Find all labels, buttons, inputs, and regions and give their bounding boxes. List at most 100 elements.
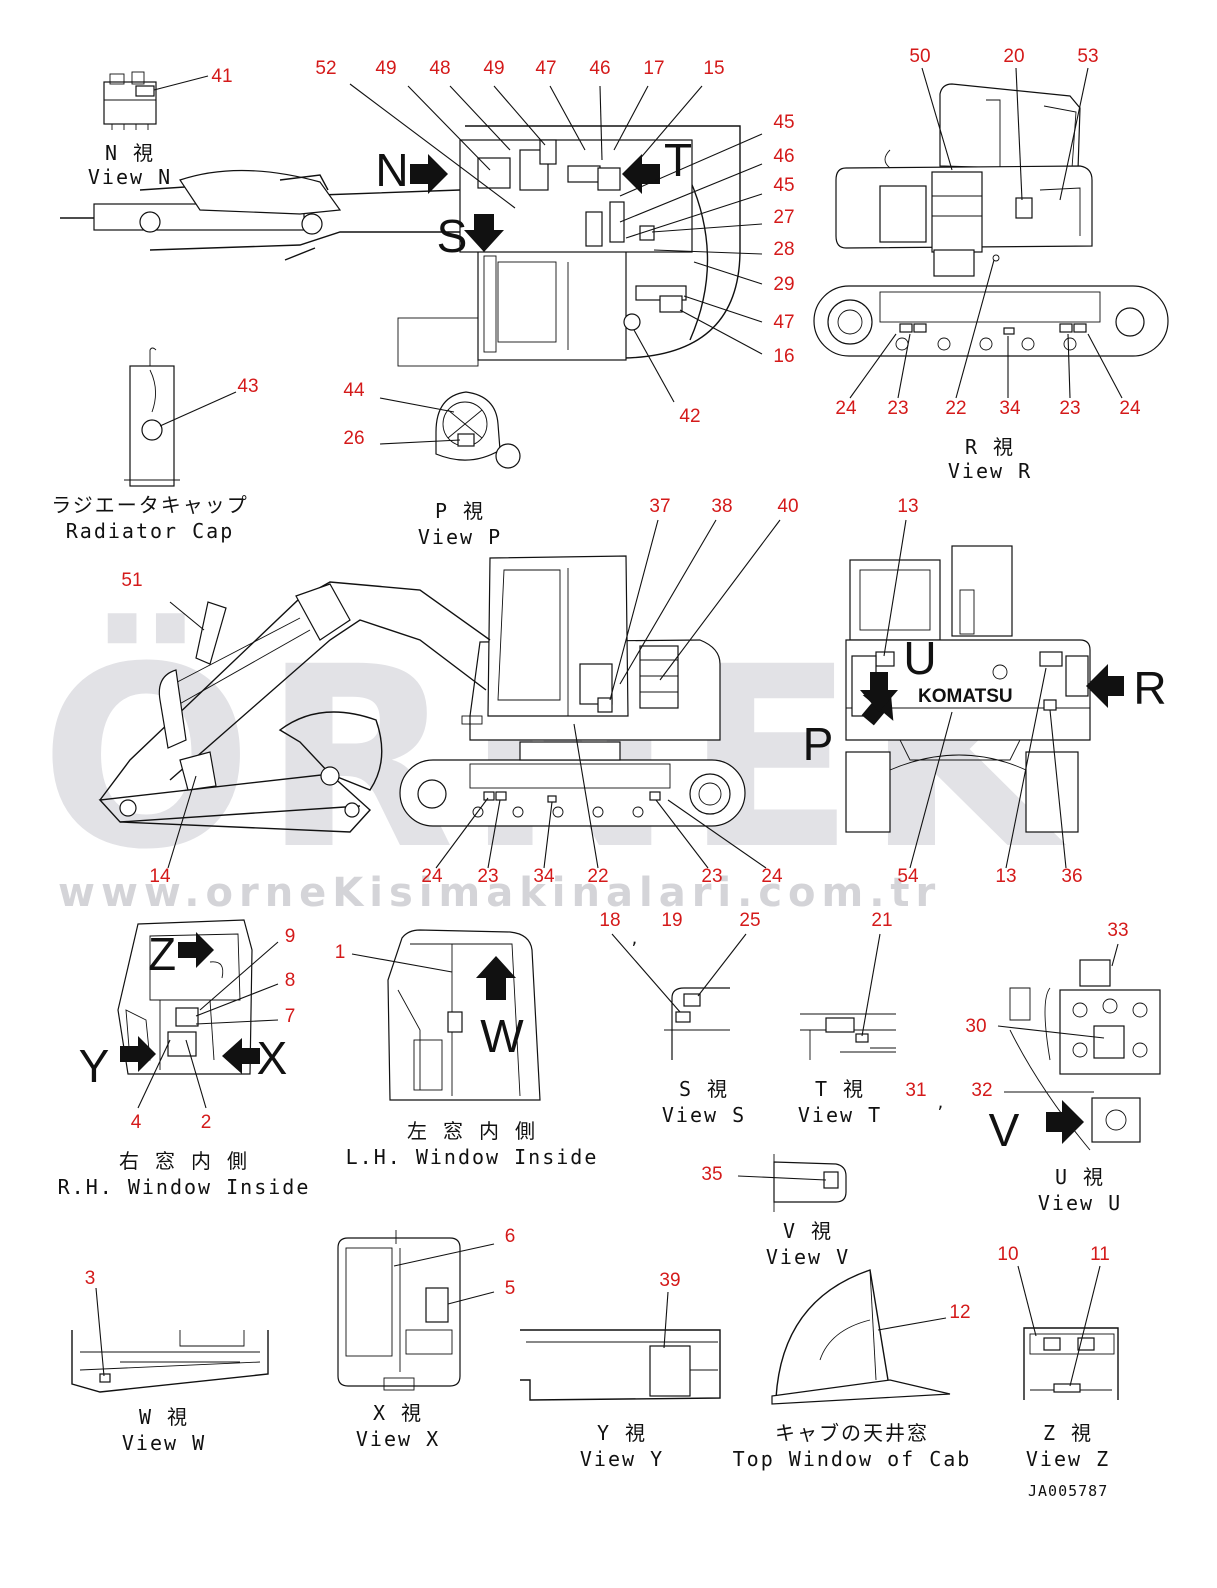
callout-42: 42: [679, 406, 700, 427]
callout-10: 10: [997, 1244, 1018, 1265]
caption-view-p-jp: P 視: [435, 499, 485, 523]
callout-30: 30: [965, 1016, 986, 1037]
side-view-drawing: [98, 555, 746, 833]
callout-29: 29: [773, 274, 794, 295]
callout-23-c: 23: [477, 866, 498, 887]
view-x-drawing: [337, 1230, 495, 1391]
view-letter-u: U: [903, 632, 936, 684]
view-letter-y: Y: [79, 1040, 110, 1092]
view-letter-s: S: [437, 210, 468, 262]
callout-49-b: 49: [483, 58, 504, 79]
callout-34-b: 34: [533, 866, 555, 887]
callout-28: 28: [773, 239, 794, 260]
callout-19: 19: [661, 910, 682, 931]
view-letter-p: P: [803, 718, 834, 770]
callout-15: 15: [703, 58, 724, 79]
caption-view-z-en: View Z: [1026, 1447, 1110, 1471]
callout-32: 32: [971, 1080, 992, 1101]
top-view-arrows: [410, 154, 660, 252]
callout-33: 33: [1107, 920, 1128, 941]
rh-window-leaders: [137, 941, 279, 1109]
lh-window-drawing: [351, 929, 541, 1101]
view-v-drawing: [737, 1154, 847, 1212]
callout-2: 2: [201, 1112, 212, 1133]
callout-37: 37: [649, 496, 670, 517]
view-t-drawing: [800, 933, 896, 1060]
callout-50: 50: [909, 46, 930, 67]
callout-40: 40: [777, 496, 798, 517]
callout-26: 26: [343, 428, 364, 449]
callout-24-d: 24: [761, 866, 783, 887]
caption-view-x-en: View X: [356, 1427, 440, 1451]
callout-38: 38: [711, 496, 732, 517]
view-r-drawing: [813, 83, 1169, 357]
callout-39: 39: [659, 1270, 680, 1291]
caption-rh-window-en: R.H. Window Inside: [58, 1175, 311, 1199]
callout-23-b: 23: [1059, 398, 1080, 419]
callout-49: 49: [375, 58, 396, 79]
view-z-drawing: [1017, 1265, 1119, 1400]
callout-11: 11: [1090, 1244, 1110, 1265]
callout-53: 53: [1077, 46, 1098, 67]
caption-view-p-en: View P: [418, 525, 502, 549]
caption-lh-window-en: L.H. Window Inside: [346, 1145, 599, 1169]
view-letter-r: R: [1133, 662, 1166, 714]
callout-36: 36: [1061, 866, 1082, 887]
callout-31: 31: [905, 1080, 926, 1101]
callout-7: 7: [285, 1006, 296, 1027]
callout-41: 41: [211, 66, 232, 87]
caption-view-t-en: View T: [798, 1103, 882, 1127]
callout-51: 51: [121, 570, 142, 591]
view-p-drawing: [379, 391, 521, 469]
callout-24: 24: [835, 398, 857, 419]
callout-22-b: 22: [587, 866, 608, 887]
caption-rh-window-jp: 右 窓 内 側: [119, 1149, 249, 1173]
caption-view-t-jp: T 視: [815, 1077, 865, 1101]
caption-view-s-en: View S: [662, 1103, 746, 1127]
caption-view-w-en: View W: [122, 1431, 206, 1455]
callout-21: 21: [871, 910, 892, 931]
callout-14: 14: [149, 866, 171, 887]
view-s-drawing: [611, 933, 747, 1060]
drawing-ref: JA005787: [1028, 1482, 1108, 1500]
callout-34: 34: [999, 398, 1021, 419]
view-w-drawing: [71, 1287, 269, 1393]
callout-48: 48: [429, 58, 450, 79]
callout-46-b: 46: [773, 146, 794, 167]
caption-view-y-en: View Y: [580, 1447, 664, 1471]
view-letter-n: N: [375, 144, 408, 196]
caption-view-n-en: View N: [88, 165, 172, 189]
view-letter-t: T: [664, 134, 692, 186]
view-letter-z: Z: [148, 928, 176, 980]
caption-view-w-jp: W 視: [139, 1405, 189, 1429]
separator-comma-b: ,: [936, 1094, 946, 1112]
callout-1: 1: [335, 942, 346, 963]
separator-comma: ,: [630, 930, 640, 948]
view-letter-w: W: [480, 1010, 524, 1062]
rear-view-drawing: [845, 545, 1124, 833]
caption-view-z-jp: Z 視: [1043, 1421, 1093, 1445]
callout-24-c: 24: [421, 866, 443, 887]
callout-3: 3: [85, 1268, 96, 1289]
callout-4: 4: [131, 1112, 142, 1133]
callout-52: 52: [315, 58, 336, 79]
callout-9: 9: [285, 926, 296, 947]
callout-44: 44: [343, 380, 365, 401]
caption-view-u-en: View U: [1038, 1191, 1122, 1215]
caption-view-v-jp: V 視: [783, 1219, 833, 1243]
caption-top-window-jp: キャブの天井窓: [775, 1421, 929, 1445]
caption-view-x-jp: X 視: [373, 1401, 423, 1425]
caption-view-u-jp: U 視: [1055, 1165, 1105, 1189]
rh-window-drawing: [117, 919, 260, 1075]
callout-54: 54: [897, 866, 919, 887]
rear-view-leaders: [883, 519, 1067, 869]
view-letter-x: X: [257, 1032, 288, 1084]
callout-5: 5: [505, 1278, 516, 1299]
caption-view-y-jp: Y 視: [597, 1421, 647, 1445]
callout-45: 45: [773, 112, 794, 133]
caption-lh-window-jp: 左 窓 内 側: [407, 1119, 537, 1143]
callout-27: 27: [773, 207, 794, 228]
caption-view-v-en: View V: [766, 1245, 850, 1269]
callout-6: 6: [505, 1226, 516, 1247]
